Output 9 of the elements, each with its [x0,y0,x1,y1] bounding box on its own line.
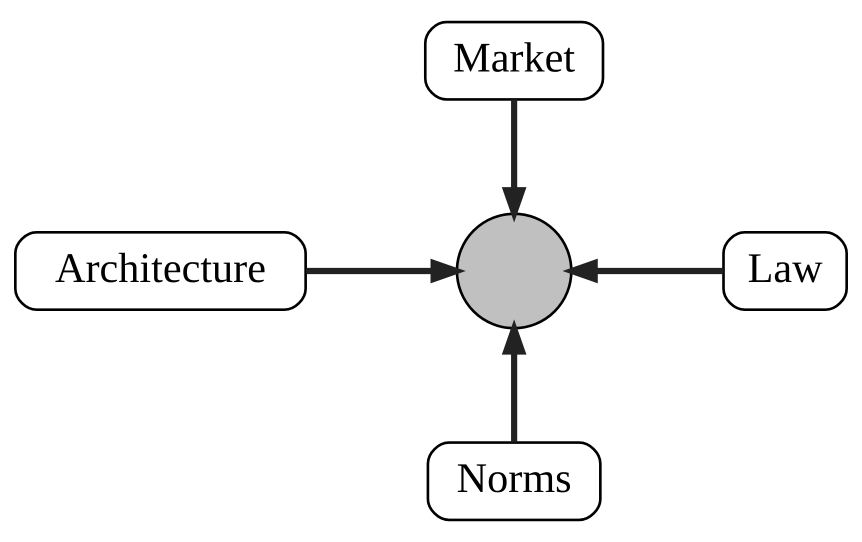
node-box: Norms [426,441,602,522]
arrow [306,258,466,284]
arrow [502,99,526,222]
node-box: Law [722,230,848,312]
node-circle [456,212,573,330]
arrow [502,319,526,442]
arrow [562,258,724,284]
node-box: Architecture [14,230,307,312]
node-box: Market [424,20,604,101]
